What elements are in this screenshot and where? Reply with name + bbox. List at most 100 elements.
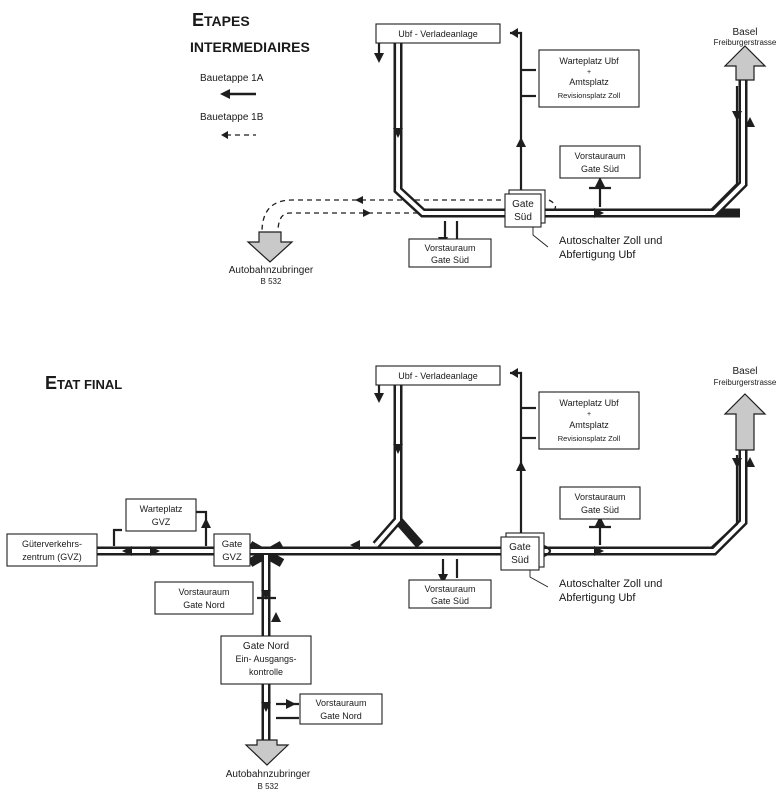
gate-sud-box: Gate Süd bbox=[504, 189, 546, 228]
final-warteplatz-box: Warteplatz Ubf + Amtsplatz Revisionsplat… bbox=[538, 391, 640, 450]
final-title: ETAT FINAL bbox=[45, 373, 122, 393]
big-arrow-down-icon bbox=[244, 739, 290, 766]
final-basel-sublabel: Freiburgerstrasse bbox=[714, 378, 777, 387]
final-basel-label: Basel bbox=[732, 366, 757, 377]
arrow-left-icon bbox=[510, 28, 518, 38]
stage-title-line1: ETAPES bbox=[192, 10, 250, 30]
arrow-up-icon bbox=[516, 461, 526, 471]
final-autoschalter-label: Autoschalter Zoll und bbox=[559, 578, 662, 590]
arrow-down-icon bbox=[732, 111, 742, 121]
svg-text:Gate Süd: Gate Süd bbox=[581, 505, 619, 515]
final-vorstauraum-mid-box: Vorstauraum Gate Süd bbox=[408, 579, 492, 609]
stage-dashed-routes bbox=[261, 196, 557, 233]
vorstauraum-nord-1-box: Vorstauraum Gate Nord bbox=[154, 581, 254, 615]
vorstauraum-top-box: Vorstauraum Gate Süd bbox=[559, 145, 641, 179]
vorstauraum-bottom-box: Vorstauraum Gate Süd bbox=[408, 238, 492, 268]
svg-text:Vorstauraum: Vorstauraum bbox=[424, 584, 475, 594]
arrow-down-icon bbox=[732, 458, 742, 468]
arrow-up-icon bbox=[595, 516, 605, 526]
svg-text:Amtsplatz: Amtsplatz bbox=[569, 420, 609, 430]
svg-text:Ubf - Verladeanlage: Ubf - Verladeanlage bbox=[398, 371, 478, 381]
final-section: ETAT FINAL bbox=[6, 365, 777, 791]
arrow-down-icon bbox=[374, 53, 384, 63]
arrow-down-icon bbox=[438, 574, 448, 584]
final-roads bbox=[97, 371, 748, 745]
svg-text:Gate: Gate bbox=[222, 539, 243, 550]
svg-text:Gate Süd: Gate Süd bbox=[581, 164, 619, 174]
final-autobahn-label: Autobahnzubringer bbox=[226, 769, 311, 780]
arrow-left-icon bbox=[510, 368, 518, 378]
svg-text:Gate: Gate bbox=[512, 199, 534, 210]
svg-text:Amtsplatz: Amtsplatz bbox=[569, 77, 609, 87]
svg-text:Ein- Ausgangs-: Ein- Ausgangs- bbox=[235, 654, 296, 664]
svg-text:Vorstauraum: Vorstauraum bbox=[315, 698, 366, 708]
final-autoschalter-sublabel: Abfertigung Ubf bbox=[559, 592, 636, 604]
final-verladeanlage-box: Ubf - Verladeanlage bbox=[375, 365, 501, 386]
arrow-left-icon bbox=[122, 546, 132, 556]
svg-text:GVZ: GVZ bbox=[222, 552, 242, 563]
final-autoschalter-leader bbox=[529, 570, 549, 588]
autoschalter-label: Autoschalter Zoll und bbox=[559, 235, 662, 247]
svg-text:Vorstauraum: Vorstauraum bbox=[574, 151, 625, 161]
gate-nord-box: Gate Nord Ein- Ausgangs- kontrolle bbox=[220, 635, 312, 685]
legend-label-1a: Bauetappe 1A bbox=[200, 73, 264, 84]
svg-text:Süd: Süd bbox=[511, 555, 529, 566]
svg-text:Revisionsplatz Zoll: Revisionsplatz Zoll bbox=[558, 434, 621, 443]
arrow-left-icon bbox=[221, 131, 228, 139]
svg-text:Vorstauraum: Vorstauraum bbox=[424, 243, 475, 253]
svg-text:zentrum (GVZ): zentrum (GVZ) bbox=[22, 552, 82, 562]
arrow-up-icon bbox=[201, 518, 211, 528]
arrow-down-icon bbox=[374, 393, 384, 403]
basel-label: Basel bbox=[732, 27, 757, 38]
svg-text:Gate Süd: Gate Süd bbox=[431, 596, 469, 606]
svg-text:Gate: Gate bbox=[509, 542, 531, 553]
svg-text:Warteplatz Ubf: Warteplatz Ubf bbox=[559, 56, 619, 66]
final-autobahn-sublabel: B 532 bbox=[258, 782, 279, 791]
big-arrow-up-icon bbox=[723, 45, 767, 81]
svg-text:Warteplatz: Warteplatz bbox=[140, 504, 183, 514]
stage-title-line2: INTERMEDIAIRES bbox=[190, 39, 310, 55]
final-gate-sud-box: Gate Süd bbox=[500, 532, 545, 571]
arrow-up-icon bbox=[271, 612, 281, 622]
svg-text:+: + bbox=[587, 69, 591, 76]
big-arrow-up-icon bbox=[723, 393, 767, 451]
final-vorstauraum-top-box: Vorstauraum Gate Süd bbox=[559, 486, 641, 520]
svg-text:Warteplatz Ubf: Warteplatz Ubf bbox=[559, 398, 619, 408]
svg-text:Gate Nord: Gate Nord bbox=[183, 600, 225, 610]
arrow-right-icon bbox=[150, 546, 160, 556]
arrow-right-icon bbox=[363, 209, 371, 217]
arrow-up-icon bbox=[745, 457, 755, 467]
autobahn-sublabel: B 532 bbox=[261, 277, 282, 286]
arrow-up-icon bbox=[516, 137, 526, 147]
arrow-right-icon bbox=[594, 546, 604, 556]
arrow-up-icon bbox=[745, 117, 755, 127]
arrow-down-icon bbox=[261, 590, 271, 600]
arrow-left-icon bbox=[350, 540, 360, 550]
arrow-left-icon bbox=[355, 196, 363, 204]
gvz-warteplatz-box: Warteplatz GVZ bbox=[125, 498, 197, 532]
arrow-left-icon bbox=[220, 89, 230, 99]
autoschalter-sublabel: Abfertigung Ubf bbox=[559, 249, 636, 261]
arrow-up-icon bbox=[595, 177, 605, 187]
svg-text:GVZ: GVZ bbox=[152, 517, 171, 527]
svg-text:Gate Nord: Gate Nord bbox=[243, 641, 289, 652]
svg-text:Vorstauraum: Vorstauraum bbox=[574, 492, 625, 502]
svg-text:+: + bbox=[587, 411, 591, 418]
svg-text:Ubf - Verladeanlage: Ubf - Verladeanlage bbox=[398, 29, 478, 39]
autobahn-label: Autobahnzubringer bbox=[229, 265, 314, 276]
svg-text:Vorstauraum: Vorstauraum bbox=[178, 587, 229, 597]
arrow-right-icon bbox=[594, 208, 604, 218]
big-arrow-down-icon bbox=[246, 231, 294, 263]
svg-text:kontrolle: kontrolle bbox=[249, 667, 283, 677]
svg-text:Gate Nord: Gate Nord bbox=[320, 711, 362, 721]
gvz-box: Güterverkehrs- zentrum (GVZ) bbox=[6, 533, 98, 567]
legend-label-1b: Bauetappe 1B bbox=[200, 112, 264, 123]
vorstauraum-nord-2-box: Vorstauraum Gate Nord bbox=[299, 693, 383, 725]
arrow-right-icon bbox=[286, 699, 296, 709]
verladeanlage-box: Ubf - Verladeanlage bbox=[375, 23, 501, 44]
arrow-down-icon bbox=[393, 444, 403, 454]
svg-text:Revisionsplatz Zoll: Revisionsplatz Zoll bbox=[558, 91, 621, 100]
svg-text:Süd: Süd bbox=[514, 212, 532, 223]
arrow-down-icon bbox=[393, 128, 403, 138]
